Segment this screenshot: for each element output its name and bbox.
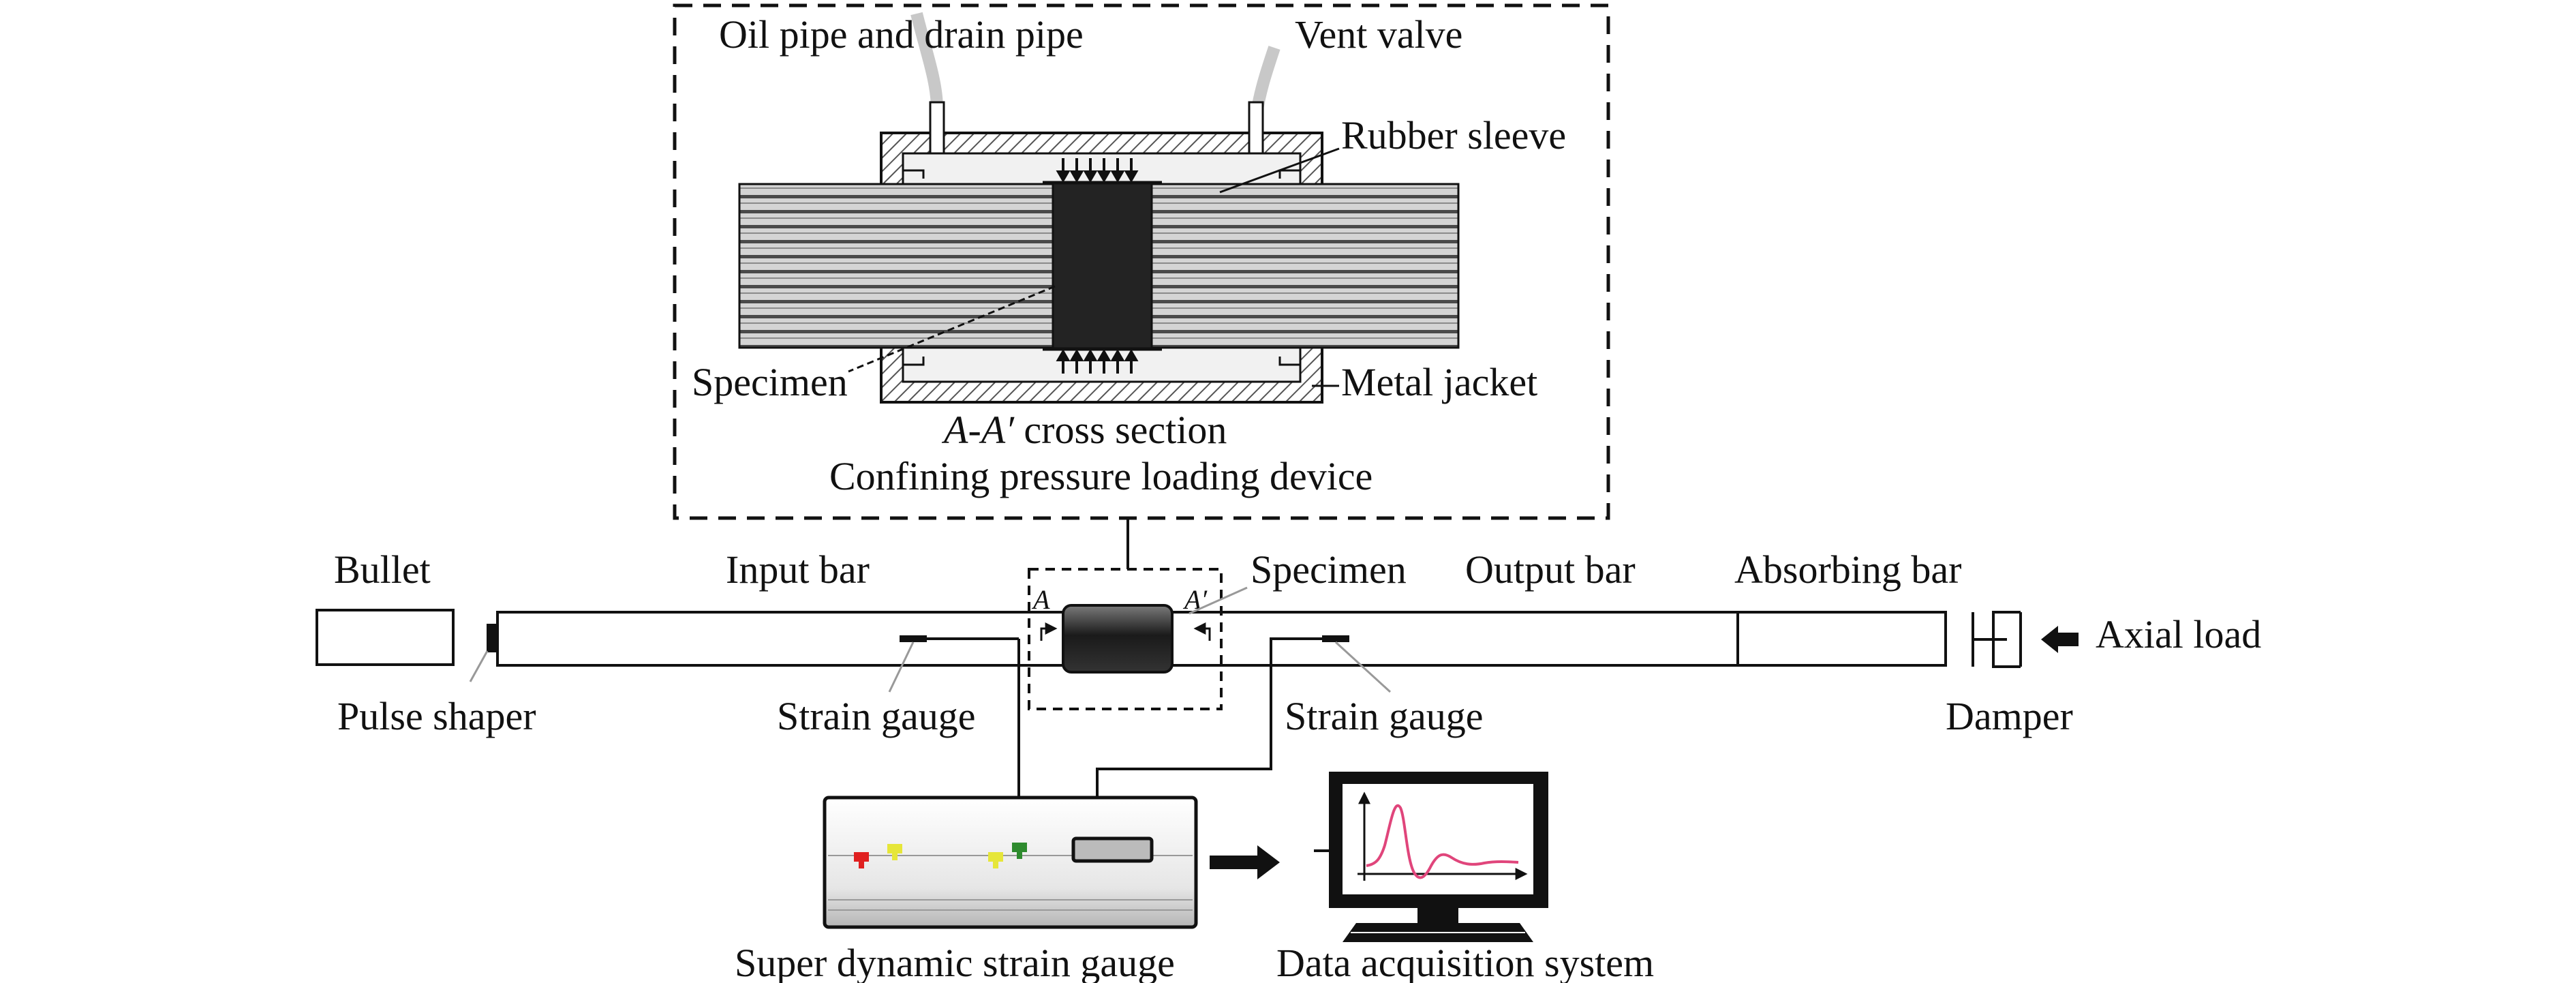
data-acquisition-label: Data acquisition system (1276, 941, 1654, 983)
signal-curve (1366, 804, 1519, 879)
damper (1972, 611, 2022, 668)
inset-specimen (1052, 181, 1153, 350)
monitor-stand (1417, 908, 1458, 923)
strain-gauge-right (1322, 635, 1349, 642)
monitor-screen (1343, 784, 1533, 894)
strain-gauge-device-body (823, 796, 1198, 929)
absorbing-bar-label: Absorbing bar (1734, 547, 1961, 592)
section-a-prime: A′ (979, 408, 1015, 452)
damper-label: Damper (1946, 694, 2073, 738)
rubber-sleeve-label: Rubber sleeve (1341, 113, 1566, 157)
inset-input-bar (738, 183, 1054, 349)
section-dash: - (968, 408, 981, 452)
specimen (1062, 604, 1174, 674)
pulse-shaper (487, 624, 496, 652)
knob-red (854, 852, 869, 862)
pulse-shaper-leader (469, 650, 489, 682)
strain-gauge-right-label: Strain gauge (1285, 694, 1484, 738)
signal-wires (900, 637, 1322, 798)
strain-gauge-right-leader (1334, 641, 1392, 693)
strain-gauge-left-leader (888, 641, 915, 693)
metal-jacket-label: Metal jacket (1341, 360, 1537, 404)
vent-valve-stem (1248, 101, 1264, 155)
input-bar-label: Input bar (726, 547, 870, 592)
inset-title: Confining pressure loading device (829, 454, 1373, 498)
specimen-leader-main (1189, 586, 1248, 615)
vent-pipe-tube (1251, 46, 1281, 110)
absorbing-bar (1736, 611, 1947, 667)
specimen-label: Specimen (1251, 547, 1407, 592)
vent-valve-label: Vent valve (1295, 12, 1462, 57)
pressure-arrows-top (1056, 158, 1139, 183)
pressure-arrows-bottom (1056, 349, 1139, 374)
specimen-leader (848, 285, 1056, 373)
section-label: A-A′ cross section (941, 408, 1227, 452)
bullet-label: Bullet (334, 547, 431, 592)
bullet (316, 609, 455, 666)
output-bar (1171, 611, 1739, 667)
flow-arrow (1210, 845, 1280, 879)
knob-yellow-2 (988, 852, 1003, 862)
oil-pipe-label: Oil pipe and drain pipe (719, 12, 1084, 57)
section-rest: cross section (1014, 408, 1227, 452)
axial-load-label: Axial load (2096, 612, 2261, 656)
knob-green (1012, 843, 1027, 852)
bar-system: A A′ Bullet Input bar Specimen Output ba… (316, 547, 2261, 738)
data-acquisition-system: Data acquisition system (1276, 772, 1654, 983)
rubber-sleeve-leader (1219, 147, 1340, 194)
section-a: A (941, 408, 968, 452)
strain-gauge-left-label: Strain gauge (777, 694, 976, 738)
strain-gauge-display-slot (1071, 836, 1154, 863)
strain-gauge-device: Super dynamic strain gauge (735, 796, 1198, 983)
oil-pipe-tube (910, 12, 943, 110)
inset-dashed-frame (673, 3, 1610, 520)
output-bar-label: Output bar (1465, 547, 1636, 592)
strain-gauge-device-label: Super dynamic strain gauge (735, 941, 1175, 983)
section-mark-a: A (1031, 584, 1050, 615)
knob-yellow-1 (887, 844, 902, 853)
section-markers (1040, 622, 1211, 641)
axial-load-arrow (2041, 626, 2079, 653)
inset-specimen-label: Specimen (692, 360, 848, 404)
specimen-dashed-box (1028, 568, 1223, 710)
oil-pipe-stem (929, 101, 945, 155)
inset-output-bar (1150, 183, 1460, 349)
pulse-shaper-label: Pulse shaper (337, 694, 536, 738)
inset-confining-device: Oil pipe and drain pipe Vent valve Rubbe… (673, 3, 1610, 520)
